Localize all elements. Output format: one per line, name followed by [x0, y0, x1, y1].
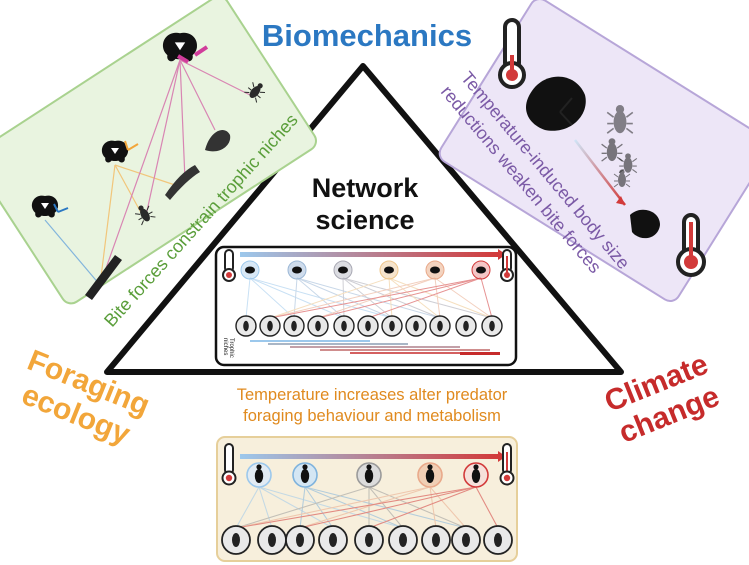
food-web-link: [235, 486, 260, 529]
food-web-link: [475, 486, 499, 529]
prey-node: [481, 315, 503, 337]
network-science-title-line1: Network: [312, 173, 420, 203]
predator-node: [417, 462, 443, 488]
prey-node: [429, 315, 451, 337]
biomechanics-title: Biomechanics: [262, 18, 472, 53]
food-web-link: [368, 486, 477, 529]
prey-node: [405, 315, 427, 337]
food-web-link: [269, 277, 482, 319]
food-web-link: [367, 277, 482, 319]
snail-icon: [205, 130, 231, 152]
biomechanics-panel-green: [0, 0, 317, 305]
predator-node: [246, 462, 272, 488]
predator-node: [471, 260, 491, 280]
prey-node: [257, 525, 287, 555]
body-size-shrink-diagram: [498, 18, 706, 277]
thermometer-hot-icon-inner: [500, 249, 514, 282]
food-web-link: [235, 486, 370, 529]
food-web-link: [249, 277, 345, 319]
prey-node: [354, 525, 384, 555]
food-web-link: [245, 277, 251, 319]
larva-icon: [85, 255, 122, 300]
food-web-link: [317, 277, 482, 319]
food-web-link: [480, 277, 493, 319]
thermometer-cold-icon-inner: [222, 249, 236, 282]
food-web-link: [342, 277, 393, 319]
food-web-link: [299, 486, 431, 529]
food-web-link: [235, 486, 431, 529]
prey-node: [235, 315, 257, 337]
prey-node: [357, 315, 379, 337]
trophic-niche-bars: [250, 340, 500, 355]
predator-node: [240, 260, 260, 280]
bite-force-network: [31, 32, 269, 300]
foraging-panel-beige: [216, 436, 518, 562]
climate-change-title: Climate change: [600, 348, 724, 450]
food-web-link: [388, 277, 441, 319]
food-web-link: [388, 277, 393, 319]
prey-node: [381, 315, 403, 337]
temp-foraging-caption-line1: Temperature increases alter predator: [237, 386, 508, 404]
food-web-link: [296, 277, 393, 319]
thermometer-cold-icon: [498, 18, 526, 89]
network-panel-inner: Trophic niches: [214, 245, 518, 367]
predator-node: [356, 462, 382, 488]
predator-node: [379, 260, 399, 280]
thermometer-cold-icon-bottom: [221, 443, 237, 486]
prey-node: [421, 525, 451, 555]
food-web-link: [299, 486, 477, 529]
predator-node: [333, 260, 353, 280]
thermometer-hot-icon: [676, 213, 706, 277]
predator-node: [287, 260, 307, 280]
beetle-head-icon-small-right: [630, 209, 660, 239]
food-web-link: [249, 277, 295, 319]
prey-node: [259, 315, 281, 337]
food-web-link: [296, 277, 441, 319]
food-web-link: [235, 486, 477, 529]
food-web-link: [429, 486, 437, 529]
prey-node: [285, 525, 315, 555]
predator-node: [292, 462, 318, 488]
temp-foraging-caption-line2: foraging behaviour and metabolism: [243, 407, 501, 425]
prey-node: [451, 525, 481, 555]
thermometer-hot-icon-bottom: [499, 443, 515, 486]
predator-node: [463, 462, 489, 488]
food-web-link: [368, 486, 467, 529]
food-web-link: [342, 277, 441, 319]
food-web-link: [269, 277, 390, 319]
food-web-link: [293, 277, 298, 319]
predator-node: [425, 260, 445, 280]
beetle-head-icon-medium: [101, 140, 129, 163]
caterpillar-icon: [165, 165, 200, 200]
trophic-niches-label-line2: niches: [222, 338, 228, 355]
prey-node: [283, 315, 305, 337]
prey-node: [333, 315, 355, 337]
food-web-link: [269, 277, 436, 319]
prey-node: [388, 525, 418, 555]
prey-node: [455, 315, 477, 337]
prey-node: [483, 525, 513, 555]
prey-node: [307, 315, 329, 337]
food-web-link: [434, 277, 441, 319]
prey-node: [318, 525, 348, 555]
network-science-title-line2: science: [315, 205, 414, 235]
trophic-niches-label-line1: Trophic: [228, 338, 234, 358]
prey-node: [221, 525, 251, 555]
beetle-head-icon-large-right: [525, 76, 586, 131]
